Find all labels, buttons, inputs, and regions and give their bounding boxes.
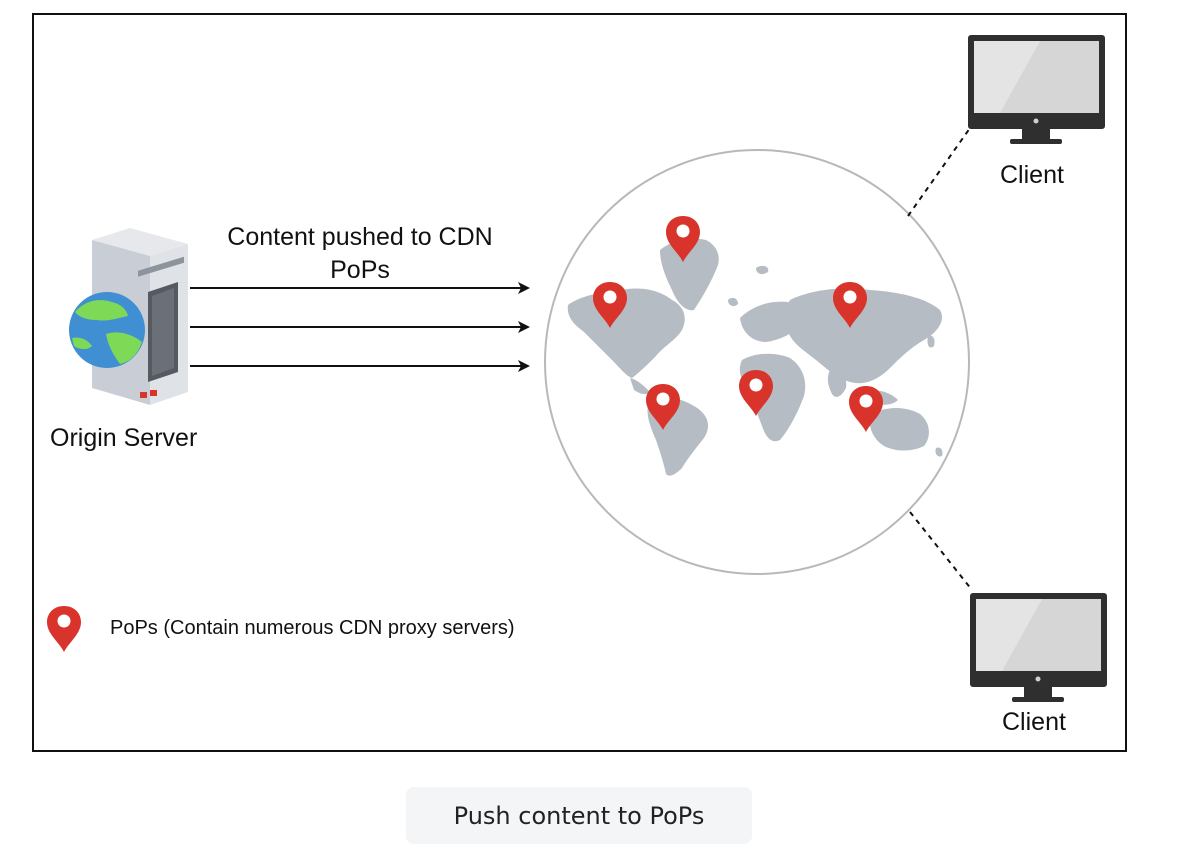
client-bottom-connector bbox=[909, 511, 973, 591]
origin-server-label: Origin Server bbox=[50, 424, 198, 452]
legend-pin-icon bbox=[47, 606, 81, 652]
diagram-frame bbox=[32, 13, 1127, 752]
origin-server-icon bbox=[69, 228, 188, 405]
client-bottom-label: Client bbox=[1002, 708, 1066, 736]
world-map bbox=[567, 238, 943, 476]
client-top-connector bbox=[907, 127, 971, 217]
legend-label: PoPs (Contain numerous CDN proxy servers… bbox=[110, 617, 515, 639]
push-arrow-label: Content pushed to CDN PoPs bbox=[227, 223, 493, 284]
figure-caption: Push content to PoPs bbox=[406, 787, 752, 844]
client-top-monitor-icon bbox=[968, 35, 1105, 144]
figure-caption-text: Push content to PoPs bbox=[453, 801, 705, 830]
client-top-label: Client bbox=[1000, 161, 1064, 189]
client-bottom-monitor-icon bbox=[970, 593, 1107, 702]
